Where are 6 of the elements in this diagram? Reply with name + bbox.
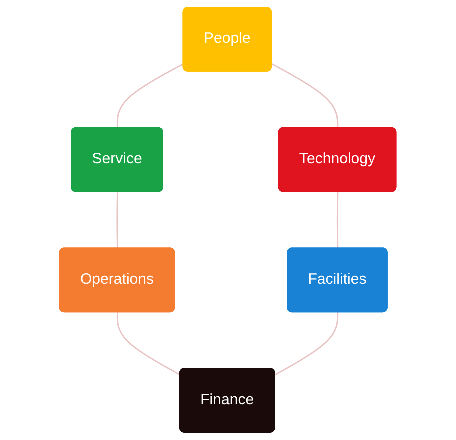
connector xyxy=(116,312,181,376)
connector xyxy=(336,192,339,249)
connector xyxy=(116,192,118,249)
connector xyxy=(116,63,184,128)
connector xyxy=(274,312,339,376)
connector xyxy=(272,63,339,128)
